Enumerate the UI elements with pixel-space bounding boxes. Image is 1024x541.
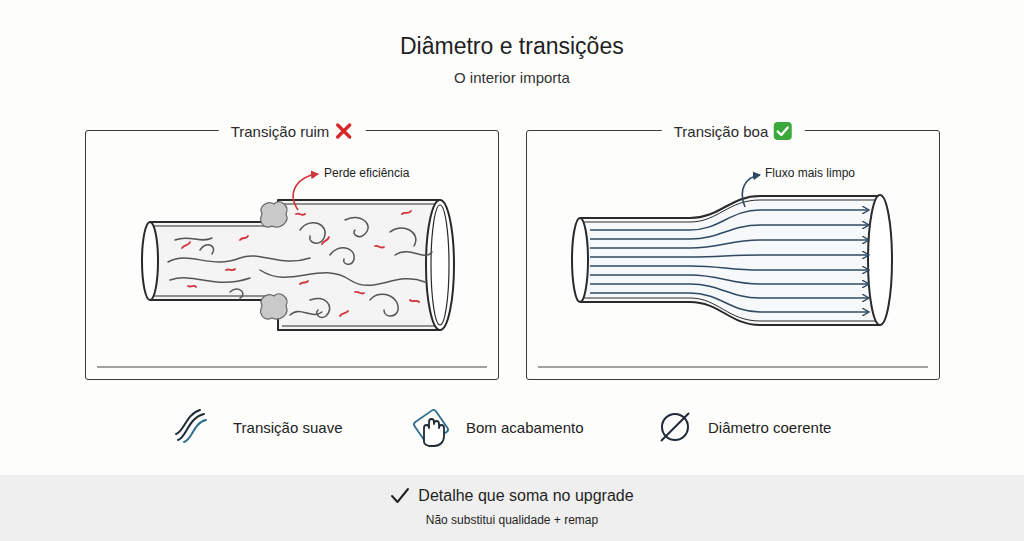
band-note: Não substitui qualidade + remap bbox=[426, 513, 598, 527]
panel-box: Transição boa bbox=[526, 130, 940, 380]
flow-lines bbox=[590, 210, 868, 312]
band-line: Não substitui qualidade + remap bbox=[0, 513, 1024, 527]
loss-marks bbox=[182, 211, 419, 316]
check-icon bbox=[772, 121, 792, 141]
panel-heading: Transição boa bbox=[662, 121, 805, 141]
callout-arrow bbox=[293, 174, 318, 210]
panel-rule bbox=[538, 366, 928, 367]
callout-arrow bbox=[742, 175, 760, 207]
callout-label: Fluxo mais limpo bbox=[765, 166, 855, 180]
legend-text: Diâmetro coerente bbox=[708, 419, 831, 436]
callout-label: Perde eficiência bbox=[324, 166, 409, 180]
panel-rule bbox=[97, 366, 487, 367]
band-heading: Detalhe que soma no upgrade bbox=[418, 487, 633, 505]
bad-pipe bbox=[142, 200, 454, 330]
panel-box: Transição ruim bbox=[85, 130, 499, 380]
legend-text: Transição suave bbox=[233, 419, 343, 436]
title: Diâmetro e transições bbox=[400, 33, 624, 60]
legend-text: Bom acabamento bbox=[466, 419, 584, 436]
turbulence bbox=[168, 217, 432, 317]
good-pipe bbox=[572, 195, 892, 325]
smooth-icon bbox=[176, 410, 206, 442]
heading-text: Transição ruim bbox=[231, 123, 330, 140]
subtitle: O interior importa bbox=[454, 69, 570, 86]
band-line: Detalhe que soma no upgrade bbox=[0, 487, 1024, 505]
footer-band: Detalhe que soma no upgradeNão substitui… bbox=[0, 475, 1024, 541]
panel-heading: Transição ruim bbox=[219, 121, 366, 141]
heading-text: Transição boa bbox=[674, 123, 769, 140]
finish-icon bbox=[413, 409, 449, 446]
check-mark bbox=[390, 487, 410, 505]
diameter-icon bbox=[661, 413, 689, 441]
cross-icon bbox=[333, 121, 353, 141]
